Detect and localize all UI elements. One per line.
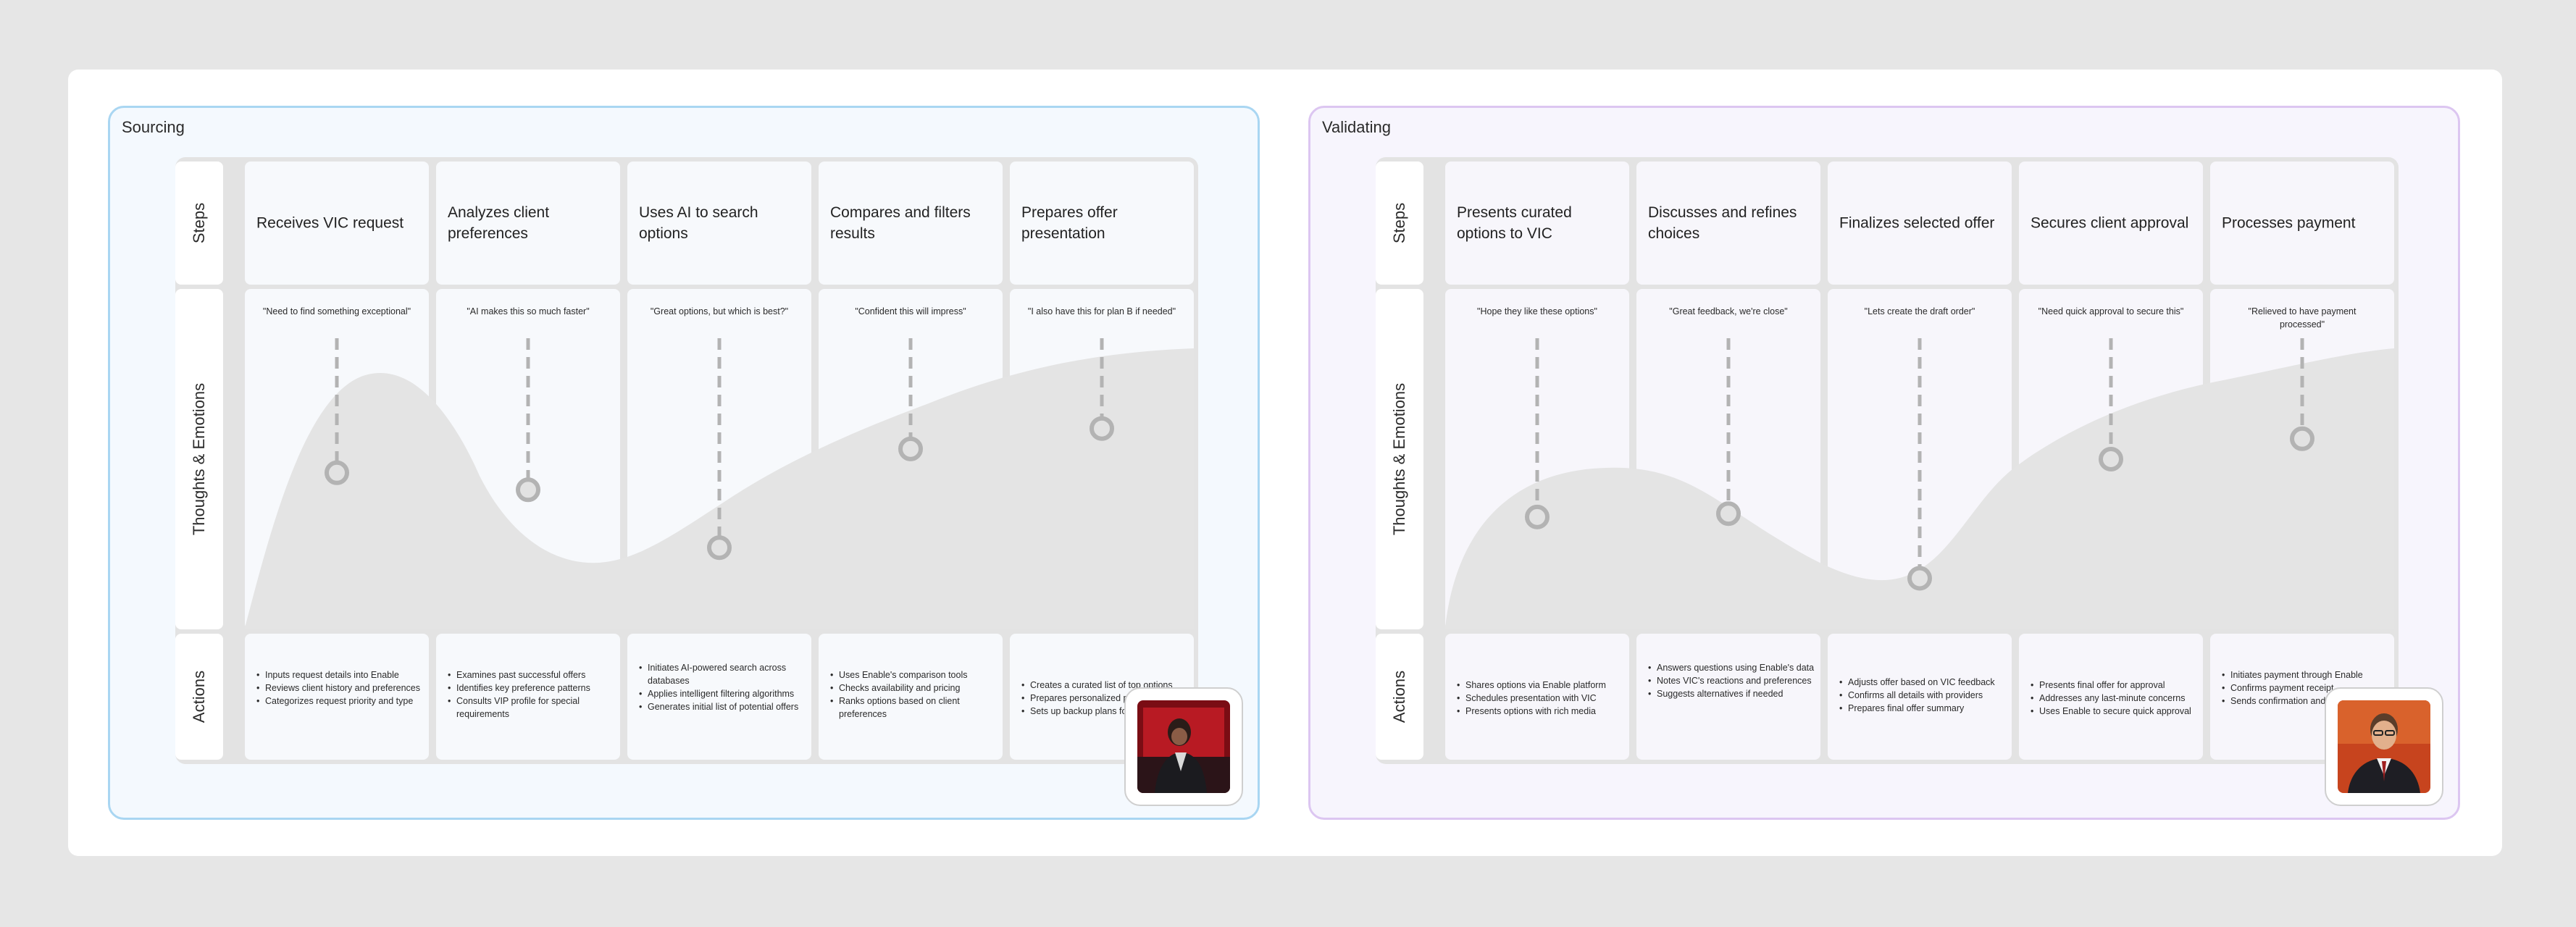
thought-cell: "Lets create the draft order" [1828,289,2012,629]
action-item: Addresses any last-minute concerns [2029,692,2197,705]
action-item: Uses Enable's comparison tools [829,668,997,681]
action-list: Presents final offer for approval Addres… [2029,679,2197,718]
persona-avatar [1124,687,1243,806]
step-cell: Secures client approval [2019,162,2203,285]
action-item: Ranks options based on client preference… [829,695,997,721]
action-cell: Uses Enable's comparison tools Checks av… [819,634,1003,760]
journey-grid: Steps Thoughts & Emotions Actions Receiv… [175,157,1198,764]
journey-grid: Steps Thoughts & Emotions Actions Presen… [1376,157,2399,764]
action-item: Identifies key preference patterns [446,681,614,695]
action-list: Shares options via Enable platform Sched… [1455,679,1623,718]
action-item: Uses Enable to secure quick approval [2029,705,2197,718]
action-item: Notes VIC's reactions and preferences [1647,674,1815,687]
action-list: Initiates AI-powered search across datab… [637,661,806,713]
step-cell: Prepares offer presentation [1010,162,1194,285]
row-label-steps: Steps [175,162,223,285]
thought-cell: "Need to find something exceptional" [245,289,429,629]
thought-cell: "Need quick approval to secure this" [2019,289,2203,629]
step-cell: Compares and filters results [819,162,1003,285]
action-item: Suggests alternatives if needed [1647,687,1815,700]
action-cell: Adjusts offer based on VIC feedback Conf… [1828,634,2012,760]
action-item: Initiates payment through Enable [2220,668,2388,681]
persona-photo [1137,700,1230,793]
action-item: Checks availability and pricing [829,681,997,695]
row-label-thoughts: Thoughts & Emotions [175,289,223,629]
row-label-actions: Actions [175,634,223,760]
step-cell: Finalizes selected offer [1828,162,2012,285]
action-item: Adjusts offer based on VIC feedback [1838,676,2006,689]
action-cell: Presents final offer for approval Addres… [2019,634,2203,760]
step-cell: Presents curated options to VIC [1445,162,1629,285]
action-cell: Initiates AI-powered search across datab… [627,634,811,760]
action-item: Reviews client history and preferences [255,681,423,695]
action-item: Initiates AI-powered search across datab… [637,661,806,687]
action-list: Inputs request details into Enable Revie… [255,668,423,708]
action-item: Consults VIP profile for special require… [446,695,614,721]
step-cell: Processes payment [2210,162,2394,285]
action-item: Generates initial list of potential offe… [637,700,806,713]
row-label-steps: Steps [1376,162,1423,285]
action-cell: Shares options via Enable platform Sched… [1445,634,1629,760]
thought-cell: "Great feedback, we're close" [1636,289,1820,629]
action-list: Examines past successful offers Identifi… [446,668,614,721]
action-item: Confirms payment receipt [2220,681,2388,695]
action-cell: Answers questions using Enable's data No… [1636,634,1820,760]
row-label-actions: Actions [1376,634,1423,760]
persona-avatar [2325,687,2443,806]
action-list: Adjusts offer based on VIC feedback Conf… [1838,676,2006,715]
phase-panel-sourcing: Sourcing Steps Thoughts & Emotions Actio… [108,106,1260,820]
thought-cell: "Relieved to have payment processed" [2210,289,2394,629]
phase-title: Validating [1322,118,1391,136]
thought-cell: "Hope they like these options" [1445,289,1629,629]
step-cell: Uses AI to search options [627,162,811,285]
thought-cell: "Confident this will impress" [819,289,1003,629]
action-item: Presents final offer for approval [2029,679,2197,692]
action-item: Confirms all details with providers [1838,689,2006,702]
action-item: Schedules presentation with VIC [1455,692,1623,705]
step-cell: Receives VIC request [245,162,429,285]
action-list: Answers questions using Enable's data No… [1647,661,1815,700]
action-item: Answers questions using Enable's data [1647,661,1815,674]
action-cell: Inputs request details into Enable Revie… [245,634,429,760]
action-item: Examines past successful offers [446,668,614,681]
action-item: Shares options via Enable platform [1455,679,1623,692]
thought-cell: "Great options, but which is best?" [627,289,811,629]
action-item: Presents options with rich media [1455,705,1623,718]
action-list: Uses Enable's comparison tools Checks av… [829,668,997,721]
phase-panel-validating: Validating Steps Thoughts & Emotions Act… [1308,106,2460,820]
action-item: Inputs request details into Enable [255,668,423,681]
action-item: Applies intelligent filtering algorithms [637,687,806,700]
persona-photo [2338,700,2430,793]
step-cell: Analyzes client preferences [436,162,620,285]
action-item: Prepares final offer summary [1838,702,2006,715]
action-cell: Examines past successful offers Identifi… [436,634,620,760]
row-label-thoughts: Thoughts & Emotions [1376,289,1423,629]
phase-title: Sourcing [122,118,185,136]
action-item: Categorizes request priority and type [255,695,423,708]
step-cell: Discusses and refines choices [1636,162,1820,285]
thought-cell: "I also have this for plan B if needed" [1010,289,1194,629]
thought-cell: "AI makes this so much faster" [436,289,620,629]
